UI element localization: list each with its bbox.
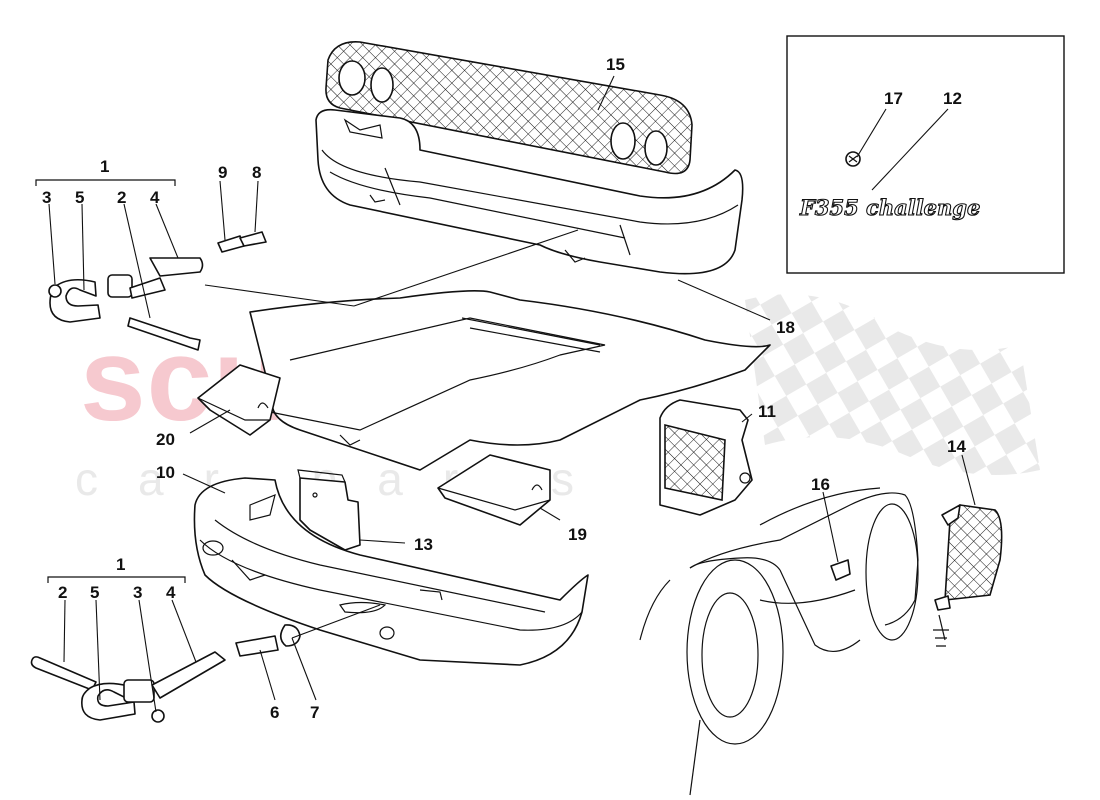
part-13-plate: [297, 469, 361, 551]
part-towing-eye-bottom: [30, 576, 301, 723]
badge-script: F355 challenge: [799, 195, 980, 220]
callout-11: 11: [758, 402, 776, 421]
part-20-bracket: [197, 364, 281, 436]
part-bonnet: [249, 290, 771, 471]
part-rear-bumper: [315, 108, 744, 275]
badge-box: F355 challenge: [786, 35, 1065, 274]
callout-17: 17: [884, 89, 903, 108]
callout-7: 7: [310, 703, 319, 722]
callout-15: 15: [606, 55, 625, 74]
checkered-flag-watermark: [745, 294, 1040, 475]
callout-1-bottom: 1: [116, 555, 125, 574]
callout-3-bottom: 3: [133, 583, 142, 602]
callout-5-bottom: 5: [90, 583, 99, 602]
part-towing-eye-top: [35, 179, 267, 351]
callout-12: 12: [943, 89, 962, 108]
callouts: 15 18 17 12 11 14 16 20 19 10 13 9 8 1 3…: [42, 55, 966, 722]
part-11-duct: [659, 399, 753, 516]
callout-1-top: 1: [100, 157, 109, 176]
callout-4-bottom: 4: [166, 583, 176, 602]
callout-18: 18: [776, 318, 795, 337]
callout-16: 16: [811, 475, 830, 494]
callout-19: 19: [568, 525, 587, 544]
part-front-grille: [325, 41, 693, 175]
callout-2-top: 2: [117, 188, 126, 207]
callout-8: 8: [252, 163, 261, 182]
callout-13: 13: [414, 535, 433, 554]
callout-2-bottom: 2: [58, 583, 67, 602]
callout-6: 6: [270, 703, 279, 722]
badge-frame: [786, 35, 1065, 274]
callout-9: 9: [218, 163, 227, 182]
part-19-bracket: [437, 454, 551, 526]
callout-10: 10: [156, 463, 175, 482]
leader-lines: [48, 75, 976, 713]
callout-4-top: 4: [150, 188, 160, 207]
callout-5-top: 5: [75, 188, 84, 207]
callout-20: 20: [156, 430, 175, 449]
part-front-bumper: [193, 477, 589, 666]
callout-14: 14: [947, 437, 966, 456]
part-car-body: [639, 487, 919, 796]
part-14-side-vent: [933, 504, 1003, 647]
callout-3-top: 3: [42, 188, 51, 207]
